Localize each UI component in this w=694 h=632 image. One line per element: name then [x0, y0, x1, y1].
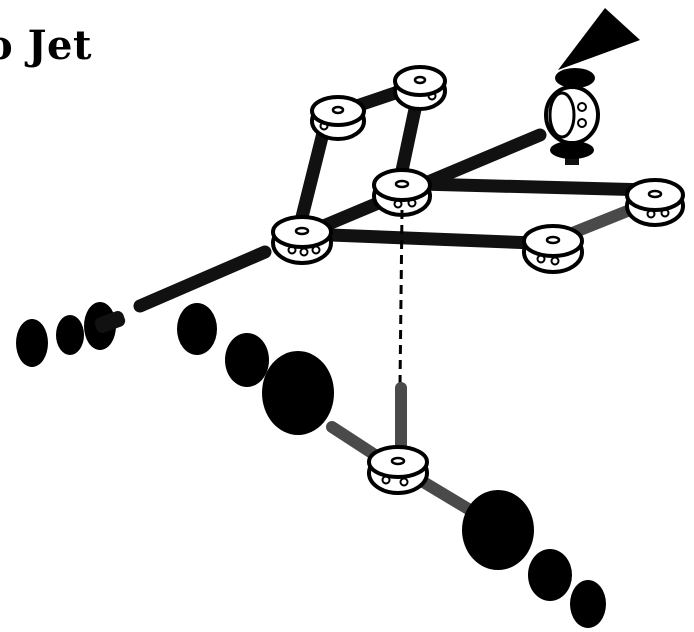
connector [310, 95, 366, 141]
connector [393, 65, 447, 111]
wheel [462, 490, 606, 628]
wheel [16, 302, 126, 367]
rod-bottom [298, 227, 567, 251]
rod-left-vertical [293, 118, 332, 232]
diagram-title: o Jet [0, 22, 92, 69]
rod-lower-axle [326, 421, 381, 461]
connector [625, 178, 685, 227]
rod-lower-axle-right [414, 474, 476, 516]
wheel [177, 303, 334, 435]
connector [372, 168, 432, 217]
connector [367, 445, 429, 495]
cone-icon [550, 8, 640, 165]
connector [544, 85, 600, 145]
connector [271, 215, 333, 265]
connector [522, 224, 584, 274]
rod-right-top [413, 177, 657, 197]
rod-axle [133, 245, 272, 313]
